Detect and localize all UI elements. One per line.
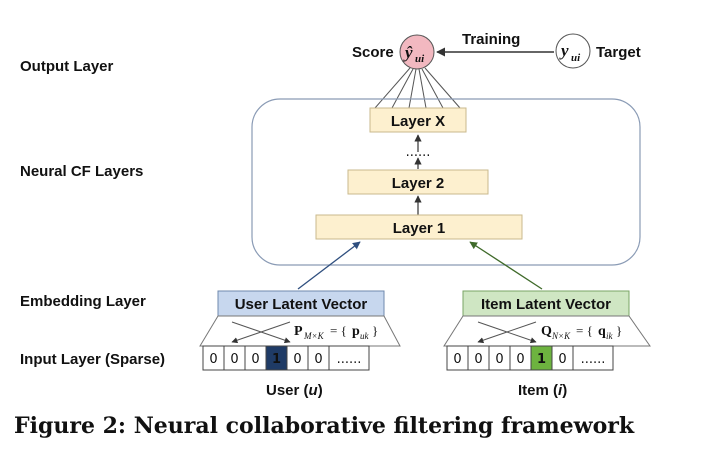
user-input-cell-value-4: 0 (293, 352, 301, 367)
user-latent-vector-label: User Latent Vector (235, 296, 368, 313)
training-label: Training (462, 31, 520, 48)
user-matrix-formula: P M×K = { p uk } (294, 323, 378, 341)
item-embedding-matrix (443, 315, 651, 347)
target-node: y ui (555, 33, 591, 69)
neural-cf-layers-label: Neural CF Layers (20, 163, 143, 180)
output-connections (374, 67, 461, 109)
user-matrix-eq: = { (330, 323, 347, 338)
item-input-cell-value-1: 0 (474, 352, 482, 367)
user-input-cell-6 (328, 345, 370, 371)
score-label: Score (352, 44, 394, 61)
item-matrix-formula: Q N×K = { q ik } (541, 323, 622, 341)
target-circle (555, 33, 591, 69)
user-input-cell-value-6: ...... (337, 352, 362, 367)
item-matrix-element: q (598, 324, 606, 339)
layer-1-label: Layer 1 (393, 220, 446, 237)
layer-x-box (369, 107, 467, 133)
layer-2-label: Layer 2 (392, 175, 445, 192)
user-input-cell-value-0: 0 (209, 352, 217, 367)
user-input-cell-value-5: 0 (314, 352, 322, 367)
user-input-cell-value-2: 0 (251, 352, 259, 367)
item-matrix-symbol: Q (541, 324, 552, 339)
prediction-node: ŷ ui (399, 34, 435, 70)
input-layer-label: Input Layer (Sparse) (20, 351, 165, 368)
item-caption: Item (i) (518, 382, 567, 399)
user-input-cell-value-1: 0 (230, 352, 238, 367)
layer-x-label: Layer X (391, 113, 445, 130)
prediction-circle (399, 34, 435, 70)
prediction-subscript: ui (415, 53, 425, 65)
user-matrix-subscript: M×K (303, 331, 325, 341)
item-latent-vector-box (462, 290, 630, 317)
user-matrix-symbol: P (294, 324, 303, 339)
user-embedding-matrix (199, 315, 401, 347)
user-matrix-close: } (372, 323, 378, 338)
item-input-cell-value-5: 0 (558, 352, 566, 367)
item-latent-vector-label: Item Latent Vector (481, 296, 611, 313)
target-subscript: ui (571, 52, 581, 64)
item-input-cell-value-0: 0 (453, 352, 461, 367)
user-matrix-element-subscript: uk (360, 331, 370, 341)
layer-2-box (347, 169, 489, 195)
user-input-cell-value-3: 1 (272, 352, 281, 367)
neural-cf-container (251, 98, 641, 266)
output-layer-label: Output Layer (20, 58, 114, 75)
item-input-cell-6 (572, 345, 614, 371)
layer-1-box (315, 214, 523, 240)
user-cross-arrow-2 (231, 321, 291, 344)
item-input-cell-value-2: 0 (495, 352, 503, 367)
item-matrix-eq: = { (576, 323, 593, 338)
item-input-cell-value-3: 0 (516, 352, 524, 367)
user-latent-vector-box (217, 290, 385, 317)
prediction-symbol: ŷ (403, 43, 413, 62)
item-input-cell-value-6: ...... (581, 352, 606, 367)
item-matrix-close: } (616, 323, 622, 338)
figure-caption: Figure 2: Neural collaborative filtering… (14, 413, 635, 439)
item-input-cell-value-4: 1 (537, 352, 546, 367)
target-label: Target (596, 44, 641, 61)
item-to-layer-1-arrow (469, 241, 543, 290)
item-cross-arrow-2 (477, 321, 537, 344)
user-matrix-element: p (352, 324, 360, 339)
hidden-dots: ...... (406, 145, 431, 160)
target-symbol: y (559, 41, 569, 60)
user-caption: User (u) (266, 382, 323, 399)
user-to-layer-1-arrow (297, 241, 361, 290)
item-matrix-subscript: N×K (551, 331, 571, 341)
embedding-layer-label: Embedding Layer (20, 293, 146, 310)
item-matrix-element-subscript: ik (606, 331, 614, 341)
